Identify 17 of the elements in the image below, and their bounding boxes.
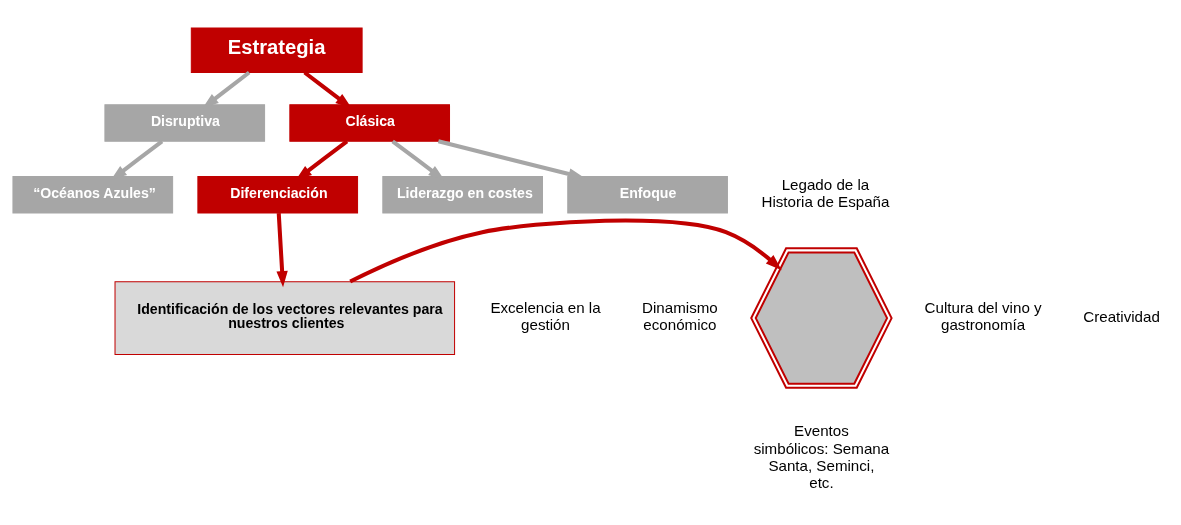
label: Eventos simbólicos: Semana Santa, Seminci, etc. xyxy=(753,422,890,491)
arrow xyxy=(276,213,288,288)
node-box: Disruptiva xyxy=(104,104,266,142)
node-box: Diferenciación xyxy=(197,176,359,214)
arrow xyxy=(349,218,782,284)
label: Dinamismo económico xyxy=(642,299,718,334)
node-box: Identificación de los vectores relevantes para nuestros clientes xyxy=(114,281,456,355)
node-box: Clásica xyxy=(289,104,451,142)
label: Cultura del vino y gastronomía xyxy=(924,299,1042,334)
label: Legado de la Historia de España xyxy=(761,175,890,210)
node-picture xyxy=(750,247,893,389)
label: Excelencia en la gestión xyxy=(490,299,601,334)
node-box: “Océanos Azules” xyxy=(12,176,174,214)
node-box: Enfoque xyxy=(567,176,728,214)
node-box: Estrategia xyxy=(190,27,363,73)
label: Creatividad xyxy=(1083,307,1160,325)
node-box: Liderazgo en costes xyxy=(382,176,543,214)
